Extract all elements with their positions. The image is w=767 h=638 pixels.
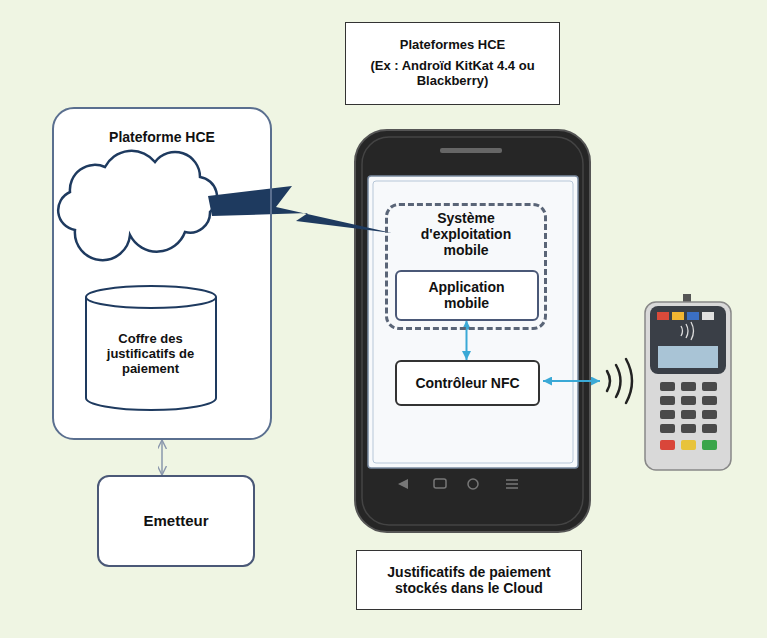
phone-softkey <box>434 479 446 488</box>
box-caption: Justificatifs de paiement stockés dans l… <box>369 564 569 596</box>
terminal-screen <box>658 346 718 368</box>
terminal-keypad <box>660 382 717 433</box>
contactless-waves <box>607 359 632 403</box>
terminal-key <box>681 440 696 450</box>
box-heading: Système d'exploitation mobile <box>406 210 526 258</box>
storage-label: Coffre des justificatifs de paiement <box>95 332 207 377</box>
card-logo <box>702 312 714 320</box>
phone-screen <box>368 176 578 468</box>
platform-note-box: Plateformes HCE (Ex : Androïd KitKat 4.4 … <box>345 22 560 105</box>
nfc-controller-box: Contrôleur NFC <box>395 360 540 406</box>
terminal-body <box>645 302 731 470</box>
box-label: Contrôleur NFC <box>415 375 519 391</box>
card-logo <box>687 312 699 320</box>
platform-box: Plateforme HCE Coffre des justificatifs d… <box>52 107 272 440</box>
phone-screen-inner <box>373 181 573 463</box>
platform-ground <box>53 108 271 439</box>
phone-softkey <box>468 479 478 489</box>
issuer-box: Emetteur <box>97 475 255 567</box>
cylinder-top <box>86 286 216 308</box>
phone-speaker <box>440 148 502 153</box>
phone-bezel <box>362 137 583 525</box>
phone-softkey <box>506 480 518 488</box>
box-note: (Ex : Androïd KitKat 4.4 ou Blackberry) <box>363 59 543 89</box>
os-dashed-box: Système d'exploitation mobileApplication… <box>385 203 547 330</box>
phone-illustration <box>355 130 590 532</box>
box-label: Emetteur <box>143 512 208 529</box>
cloud-credentials-box: Justificatifs de paiement stockés dans l… <box>356 550 582 610</box>
cylinder-body <box>86 297 216 410</box>
terminal-contactless <box>681 322 694 340</box>
cloud-symbol <box>58 151 217 260</box>
box-heading: Plateformes HCE <box>400 38 505 53</box>
terminal-key <box>660 440 675 450</box>
app-box: Application mobile <box>395 270 539 321</box>
phone-softkey <box>398 479 408 489</box>
vault-cylinder: Coffre des justificatifs de paiement <box>85 285 217 410</box>
wireless-bolt <box>208 186 392 233</box>
nfc-arrow <box>543 380 600 382</box>
card-logo <box>672 312 684 320</box>
phone-body <box>355 130 590 532</box>
bidirectional-link <box>161 440 163 475</box>
payment-terminal <box>645 294 731 470</box>
box-heading: Plateforme HCE <box>109 129 215 145</box>
bidirectional-link <box>466 321 468 361</box>
terminal-key <box>702 440 717 450</box>
box-label: Application mobile <box>407 279 527 311</box>
card-logo <box>657 312 669 320</box>
terminal-head <box>650 306 726 374</box>
